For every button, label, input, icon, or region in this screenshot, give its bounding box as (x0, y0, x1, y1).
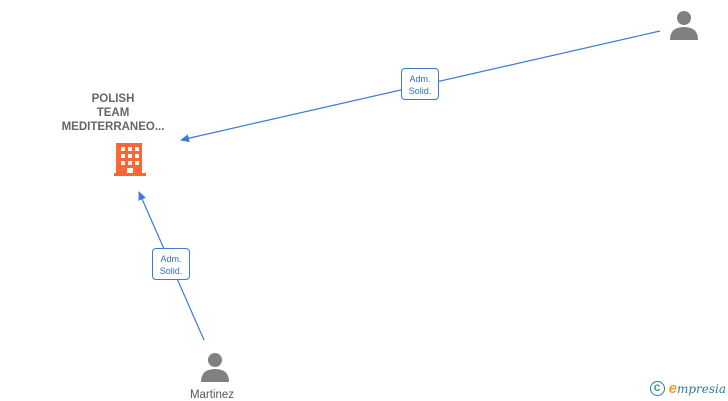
company-name-line: POLISH (91, 93, 135, 105)
relation-role-type: Solid. (159, 266, 183, 276)
relation-role-type: Solid. (408, 86, 432, 96)
company-name[interactable]: POLISH TEAM MEDITERRANEO... (58, 92, 168, 134)
copyright-icon: C (649, 381, 665, 396)
brand-initial: e (668, 380, 677, 397)
person-icon[interactable] (670, 11, 698, 40)
company-name-line: TEAM (96, 107, 130, 119)
relation-role: Adm. (409, 74, 431, 84)
relation-role: Adm. (160, 254, 182, 264)
person-name[interactable]: Martinez (189, 389, 235, 401)
relation-badge[interactable]: Adm. Solid. (152, 248, 190, 280)
brand-name: mpresia (676, 382, 726, 396)
person-icon[interactable] (201, 353, 229, 382)
relation-badge[interactable]: Adm. Solid. (401, 68, 439, 100)
brand-logo: C empresia (649, 380, 726, 397)
building-icon[interactable] (114, 143, 146, 176)
company-name-line: MEDITERRANEO... (61, 121, 165, 133)
